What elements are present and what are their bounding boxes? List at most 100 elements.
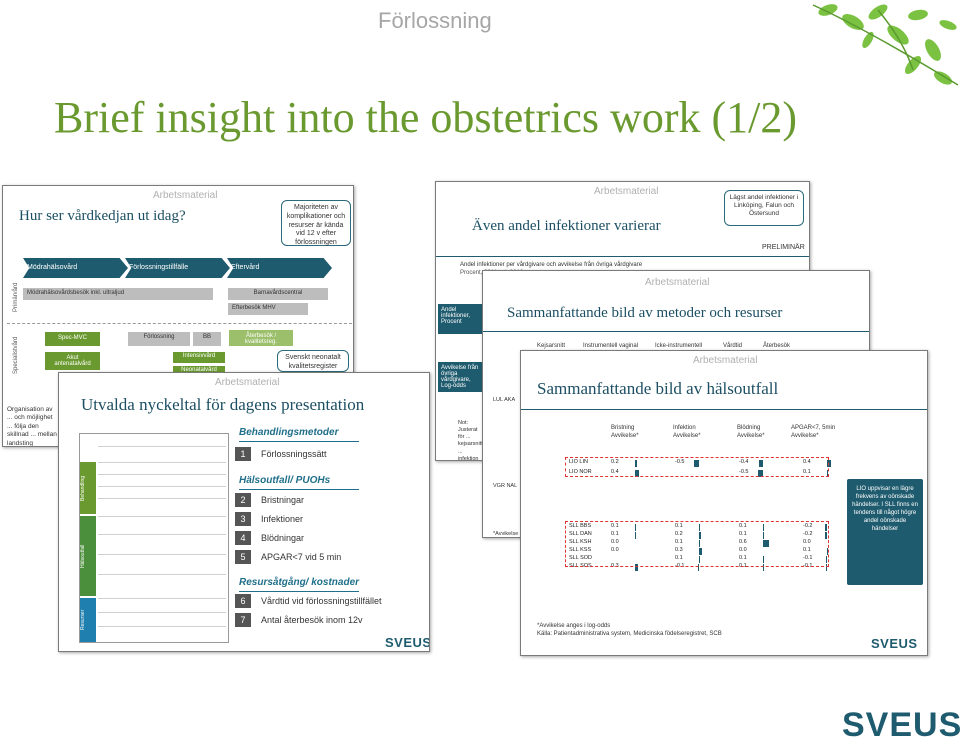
row-label: SLL BBS bbox=[569, 523, 592, 529]
deviation-bar bbox=[694, 460, 699, 467]
deviation-bar bbox=[699, 556, 700, 563]
chevron-eftervard: Eftervård bbox=[227, 258, 332, 278]
deviation-bar bbox=[635, 532, 636, 539]
watermark: Arbetsmaterial bbox=[153, 190, 218, 201]
band-label: Hälsoutfall bbox=[80, 516, 96, 596]
deviation-bar bbox=[827, 548, 828, 555]
deviation-bar bbox=[699, 540, 700, 547]
row-label: SLL SOD bbox=[569, 555, 593, 561]
watermark: Arbetsmaterial bbox=[594, 186, 659, 197]
slide-title: Sammanfattande bild av hälsoutfall bbox=[537, 379, 779, 398]
col-kejsarsnitt: Kejsarsnitt bbox=[537, 343, 566, 349]
deviation-bar bbox=[763, 524, 764, 531]
row-label: LIO LIN bbox=[569, 459, 588, 465]
divider bbox=[521, 409, 927, 410]
cell-value: 0.1 bbox=[739, 555, 747, 561]
band-label: Behandling bbox=[80, 462, 96, 514]
row-label: VGR NAL bbox=[493, 483, 518, 489]
cell-value: 0.0 bbox=[739, 547, 747, 553]
cell-value: -0.5 bbox=[675, 459, 685, 465]
deviation-bar bbox=[826, 556, 827, 563]
box-intensivvard: Intensivvård bbox=[173, 352, 225, 363]
callout-box: Lägst andel infektioner i Linköping, Fal… bbox=[724, 190, 804, 226]
cell-value: 0.0 bbox=[803, 539, 811, 545]
highlight-sll bbox=[565, 521, 829, 567]
watermark: Arbetsmaterial bbox=[693, 355, 758, 366]
cell-value: 0.1 bbox=[803, 469, 811, 475]
cell-value: 0.0 bbox=[611, 547, 619, 553]
deviation-bar bbox=[699, 548, 702, 555]
side-label-avvikelse: Avvikelse från övriga vårdgivare, Log-od… bbox=[438, 362, 482, 392]
box-neonatalvard: Neonatalvård bbox=[173, 366, 225, 377]
watermark: Arbetsmaterial bbox=[645, 277, 710, 288]
box-aterbesok: Återbesök / kvalitetsreg. bbox=[229, 330, 293, 346]
deviation-bar bbox=[826, 564, 827, 571]
deviation-bar bbox=[699, 524, 700, 531]
preliminar-badge: PRELIMINÄR bbox=[762, 244, 805, 251]
cell-value: 0.1 bbox=[611, 523, 619, 529]
deviation-bar bbox=[763, 532, 764, 539]
cell-value: 0.1 bbox=[675, 539, 683, 545]
deviation-bar bbox=[827, 470, 828, 477]
chevron-forlossningstillfalle: Förlossningstillfälle bbox=[125, 258, 230, 278]
cell-value: -0.2 bbox=[803, 531, 813, 537]
row-label: SLL KSS bbox=[569, 547, 592, 553]
section-halsoutfall: Hälsoutfall/ PUOHs bbox=[239, 475, 331, 486]
cell-value: 0.4 bbox=[803, 459, 811, 465]
row-label-primarvard: Primärvård bbox=[13, 282, 19, 312]
slide-halsoutfall[interactable]: Arbetsmaterial Sammanfattande bild av hä… bbox=[520, 350, 928, 656]
chart-header: Andel infektioner per vårdgivare och avv… bbox=[460, 262, 643, 268]
divider bbox=[483, 331, 869, 332]
sveus-logo-small: SVEUS bbox=[385, 635, 430, 650]
bar-mhv-besok: Mödrahälsovårdsbesök inkl. ultraljud bbox=[23, 288, 213, 300]
deviation-bar bbox=[698, 564, 699, 571]
slide-nyckeltal[interactable]: Arbetsmaterial Utvalda nyckeltal för dag… bbox=[58, 372, 430, 652]
bar-bvc: Barnavårdscentral bbox=[228, 288, 328, 300]
deviation-bar bbox=[635, 524, 636, 531]
col-vardtid: Vårdtid bbox=[723, 343, 743, 349]
chevron-modrahalsovard: Mödrahälsovård bbox=[23, 258, 128, 278]
deviation-bar bbox=[763, 564, 764, 571]
col-aterbesok: Återbesök bbox=[763, 343, 791, 349]
callout-neonatal: Svenskt neonatalt kvalitetsregister bbox=[277, 350, 349, 372]
section-behandlingsmetoder: Behandlingsmetoder bbox=[239, 427, 339, 438]
deviation-bar bbox=[763, 556, 764, 563]
section-resursatgang: Resursåtgång/ kostnader bbox=[239, 577, 360, 588]
footnote: *Avvikelse anges i log-odds bbox=[537, 623, 611, 629]
cell-value: 0.0 bbox=[611, 539, 619, 545]
bar-efterbesok: Efterbesök MHV bbox=[228, 303, 308, 315]
cell-value: 0.1 bbox=[611, 531, 619, 537]
cell-value: 0.1 bbox=[803, 547, 811, 553]
note-text: Not: Justerat för ... kejsarsnitt, ... i… bbox=[458, 420, 485, 461]
cell-value: -0.5 bbox=[739, 469, 749, 475]
box-akut-antenatal: Akut antenatalvård bbox=[45, 352, 100, 370]
deviation-bar bbox=[635, 460, 637, 467]
cell-value: 0.1 bbox=[739, 523, 747, 529]
cell-value: 0.1 bbox=[675, 555, 683, 561]
col-instrumentell: Instrumentell vaginal bbox=[583, 343, 639, 349]
row-label: SLL DAN bbox=[569, 531, 592, 537]
cell-value: 0.4 bbox=[611, 469, 619, 475]
deviation-bar bbox=[635, 470, 639, 477]
row-label: LIO NOR bbox=[569, 469, 592, 475]
band-label: Resurser bbox=[80, 598, 96, 642]
row-label-specialistvard: Specialistvård bbox=[13, 336, 19, 374]
slide-title: Hur ser vårdkedjan ut idag? bbox=[19, 208, 186, 224]
table-row: LIO NOR 0.4 -0.5 0.1 bbox=[569, 469, 829, 478]
deviation-bar bbox=[759, 460, 763, 467]
deviation-bar bbox=[699, 532, 701, 539]
sveus-logo: SVEUS bbox=[842, 706, 960, 744]
